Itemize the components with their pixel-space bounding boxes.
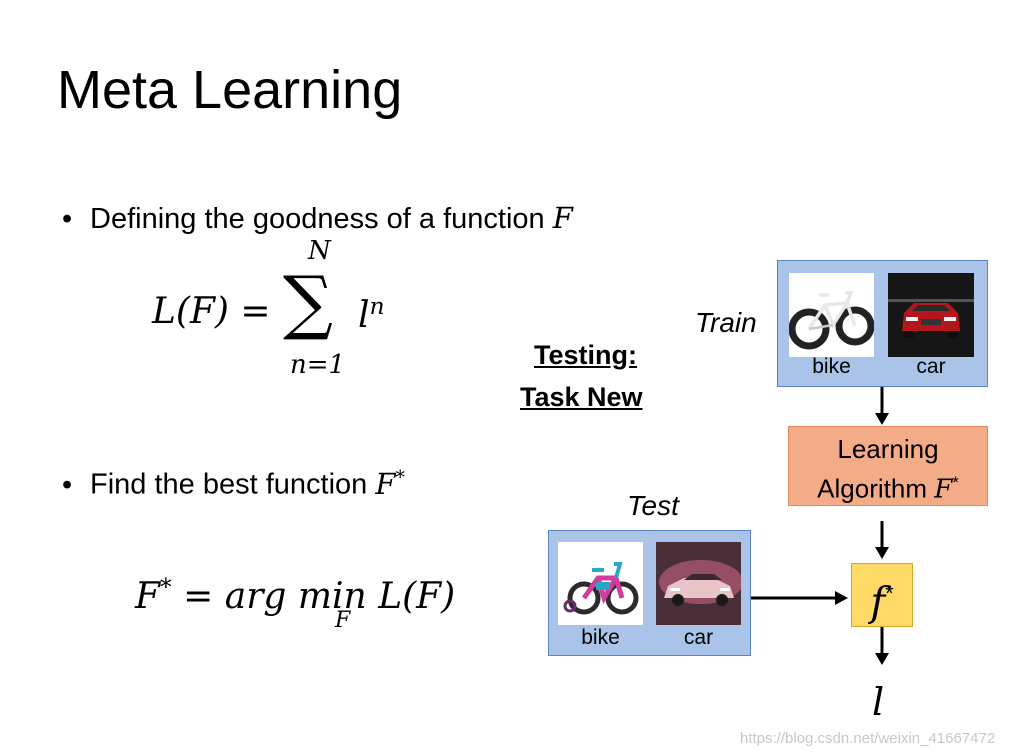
algorithm-line-2-text: Algorithm xyxy=(817,473,927,504)
test-car-image xyxy=(656,542,741,625)
sum-symbol: ∑ xyxy=(283,261,333,343)
slide-title: Meta Learning xyxy=(57,60,403,120)
car-icon xyxy=(656,542,741,625)
bullet-2-symbol-sup: * xyxy=(395,467,405,488)
argmin-rhs: L(F) xyxy=(366,576,456,617)
watermark: https://blog.csdn.net/weixin_41667472 xyxy=(740,730,996,747)
bullet-2: • Find the best function F* xyxy=(62,461,405,502)
test-label: Test xyxy=(627,490,679,521)
argmin-subscript: F xyxy=(335,608,351,633)
testing-heading: Testing: xyxy=(534,340,637,370)
train-bike-image xyxy=(789,273,874,357)
arrow-down xyxy=(875,521,889,559)
bike-icon xyxy=(563,562,639,615)
algorithm-line-1: Learning xyxy=(837,434,939,464)
algorithm-line-2: Algorithm F* xyxy=(789,466,987,507)
bullet-1-symbol: F xyxy=(552,201,573,235)
loss-term-sup: n xyxy=(369,292,385,320)
train-car-image xyxy=(888,273,974,357)
bike-icon xyxy=(789,291,874,350)
learning-algorithm-box: Learning Algorithm F* xyxy=(788,426,988,506)
bullet-dot: • xyxy=(62,468,73,501)
argmin-lhs: F xyxy=(135,576,160,617)
test-item-label: car xyxy=(683,626,714,649)
loss-symbol: l xyxy=(872,680,885,724)
sum-lower-limit: n=1 xyxy=(290,350,346,380)
train-label: Train xyxy=(695,307,757,338)
f-symbol-sup: * xyxy=(885,581,894,606)
argmin-lhs-sup: * xyxy=(159,573,172,601)
loss-equation-lhs: L(F) = xyxy=(152,291,271,332)
argmin-op: min xyxy=(297,576,367,617)
algorithm-symbol-sup: * xyxy=(952,473,959,492)
bullet-dot: • xyxy=(62,203,73,235)
task-new-heading: Task New xyxy=(520,382,643,412)
train-item-label: car xyxy=(916,355,946,378)
loss-term-base: l xyxy=(358,295,370,336)
learned-function-box: f* xyxy=(851,563,913,627)
arrow-down xyxy=(875,627,889,665)
argmin-equation: F* = arg min L(F) xyxy=(135,573,455,617)
car-icon xyxy=(888,273,974,357)
train-item-label: bike xyxy=(812,355,851,378)
argmin-mid: = arg xyxy=(171,576,298,617)
test-bike-image xyxy=(558,542,643,625)
bullet-2-text: Find the best function xyxy=(90,468,368,501)
bullet-1-text: Defining the goodness of a function xyxy=(90,203,545,235)
algorithm-symbol: F xyxy=(934,474,953,505)
loss-term: ln xyxy=(358,292,385,336)
bullet-2-symbol: F* xyxy=(375,467,405,501)
f-symbol: f xyxy=(870,579,886,626)
bullet-2-symbol-base: F xyxy=(375,466,396,501)
bullet-1: • Defining the goodness of a function F xyxy=(62,201,573,236)
test-item-label: bike xyxy=(581,626,620,649)
sum-upper-limit: N xyxy=(308,236,331,266)
arrow-right xyxy=(751,591,848,605)
arrow-down xyxy=(875,387,889,425)
